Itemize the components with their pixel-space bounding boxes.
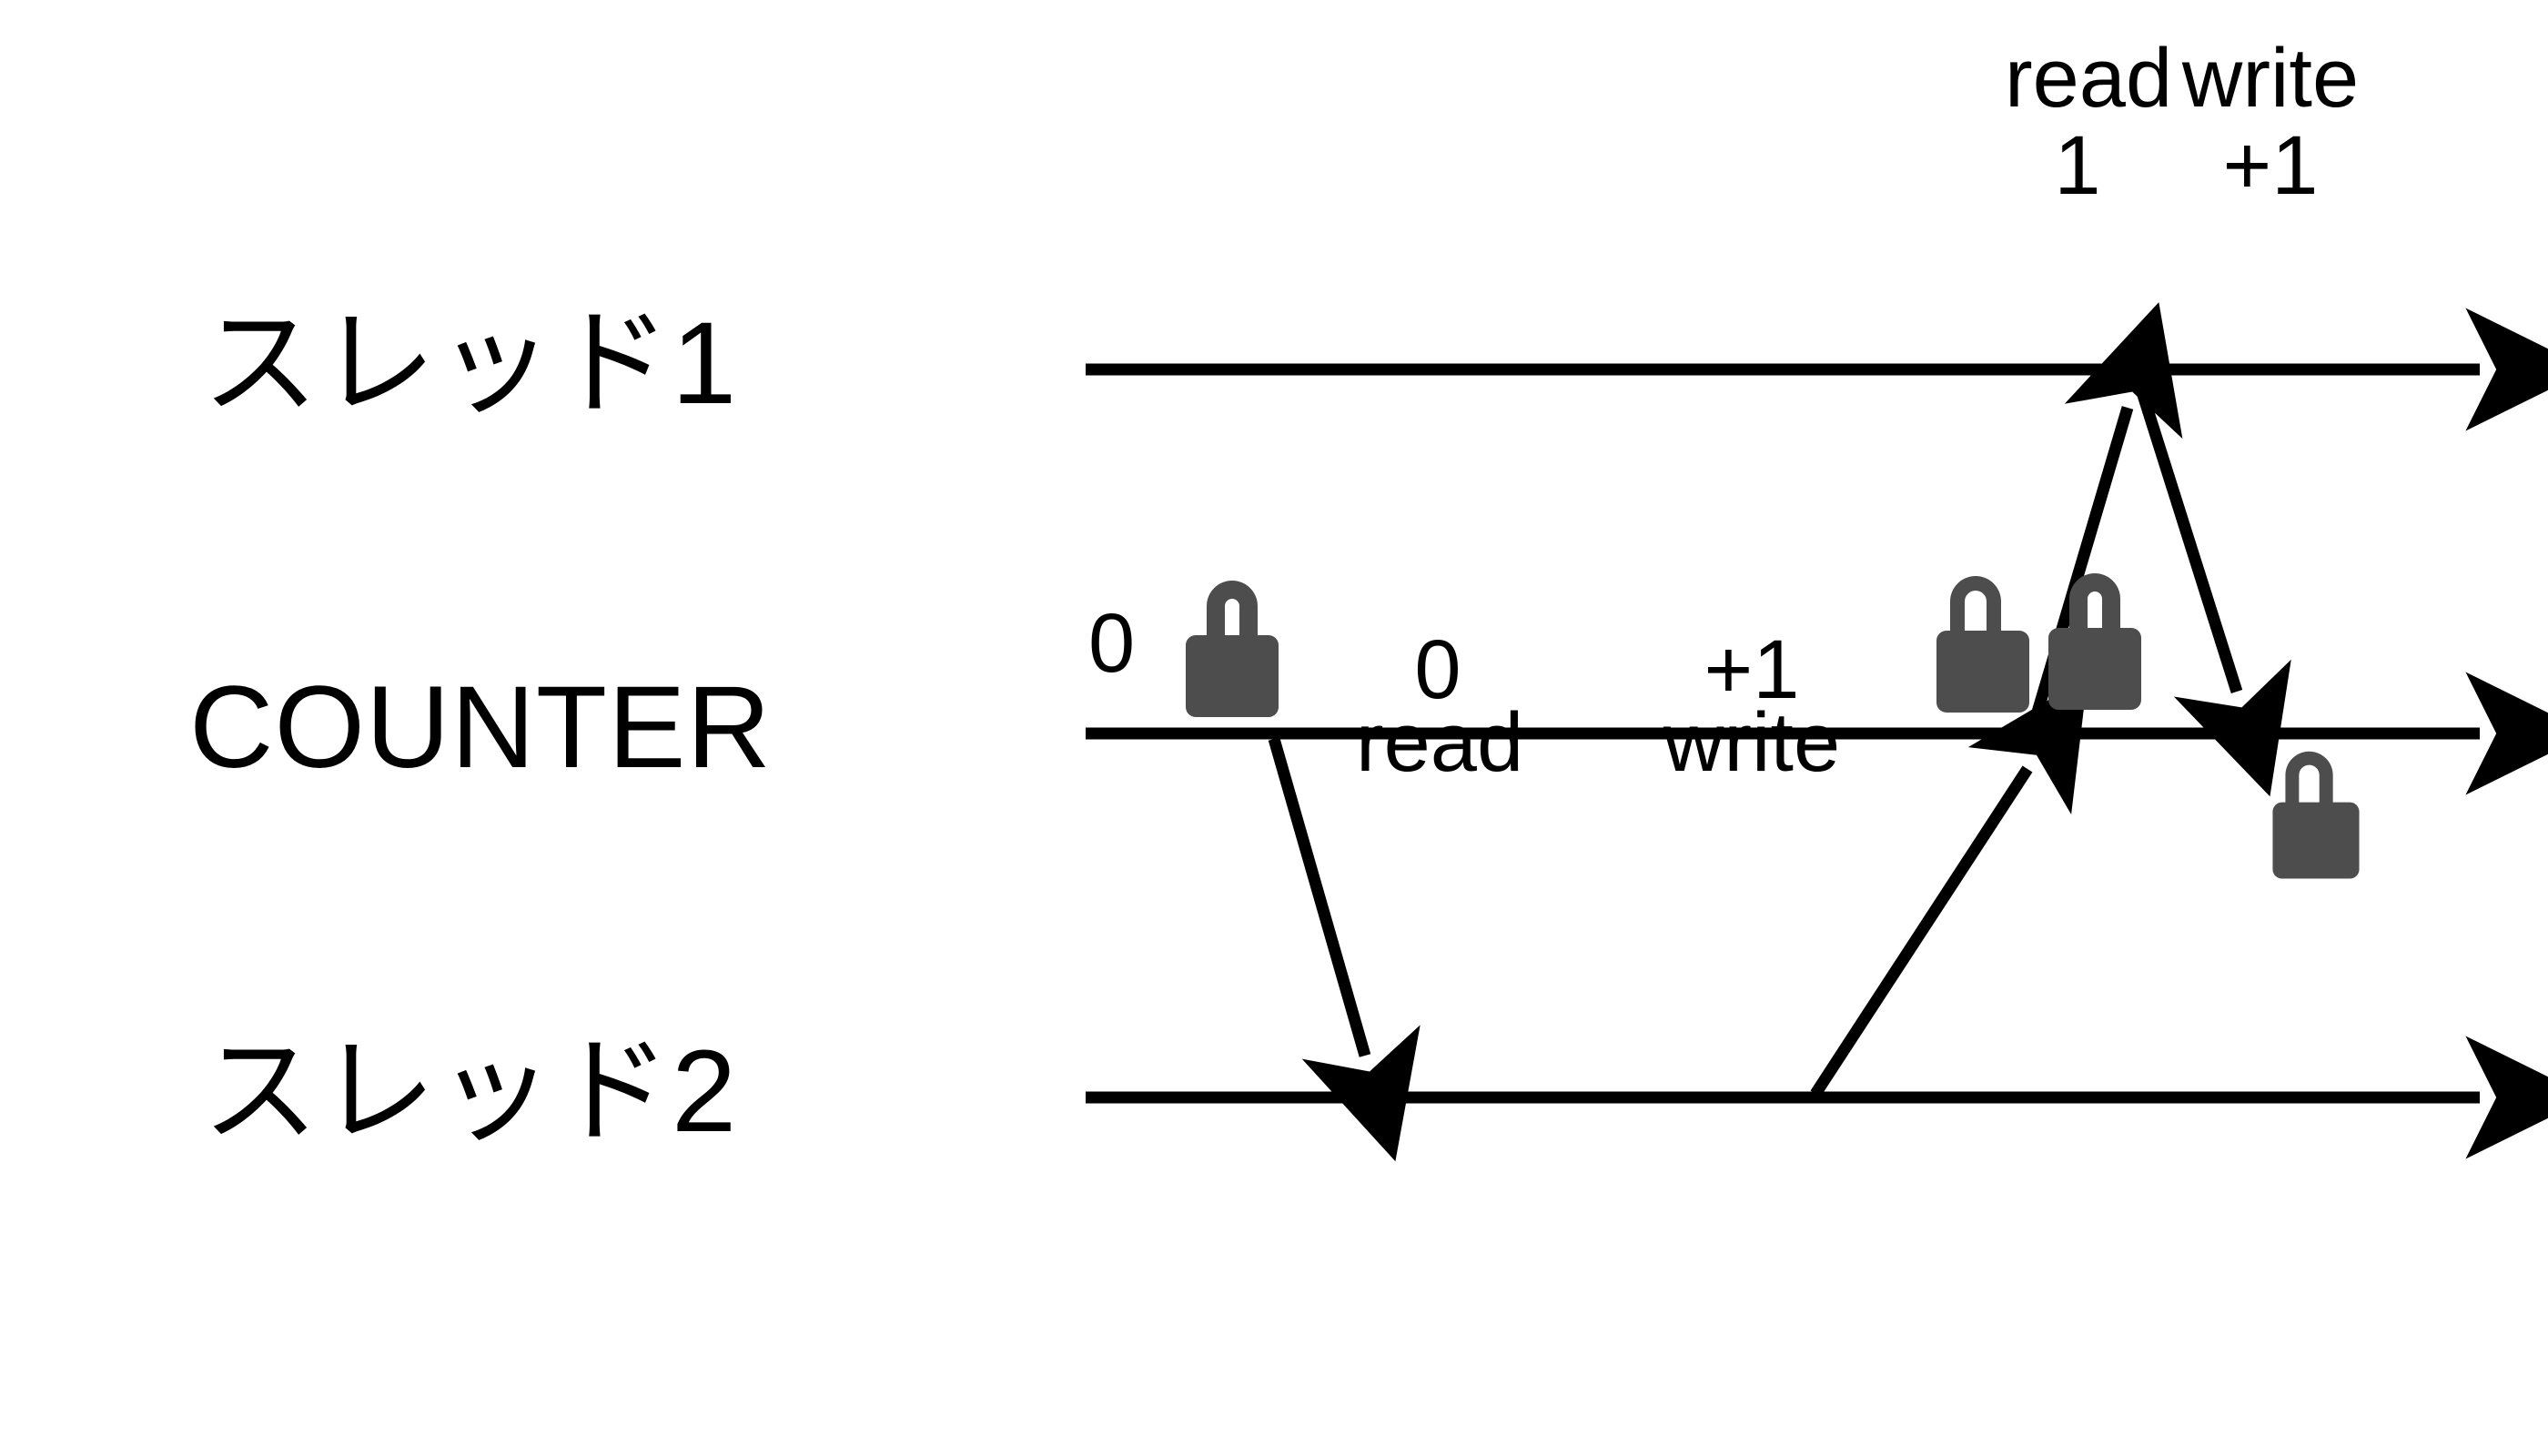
lock-closed-icon [1178, 564, 1286, 728]
thread2-read-label: read [1356, 696, 1524, 789]
row-label-thread2: スレッド2 [202, 1026, 738, 1157]
row-label-thread1: スレッド1 [202, 298, 738, 429]
arrow-thread2-write [1810, 676, 2088, 1097]
counter-initial-value: 0 [1088, 597, 1136, 690]
lock-closed-icon [2041, 557, 2149, 721]
thread1-write-label: write [2181, 32, 2360, 125]
thread2-write-label: write [1663, 696, 1841, 789]
thread2-write-value: +1 [1704, 623, 1800, 716]
arrow-thread2-read [1268, 737, 1421, 1162]
lock-open-icon [2266, 735, 2366, 890]
lock-open-icon [1929, 560, 2037, 723]
thread1-read-value: 1 [2054, 119, 2101, 212]
arrow-thread1-read [2025, 302, 2183, 735]
row-label-counter: COUNTER [189, 662, 772, 793]
thread1-read-label: read [2005, 32, 2173, 125]
thread2-read-value: 0 [1414, 623, 1461, 716]
thread1-write-value: +1 [2222, 119, 2319, 212]
arrow-thread1-write [2130, 373, 2291, 797]
